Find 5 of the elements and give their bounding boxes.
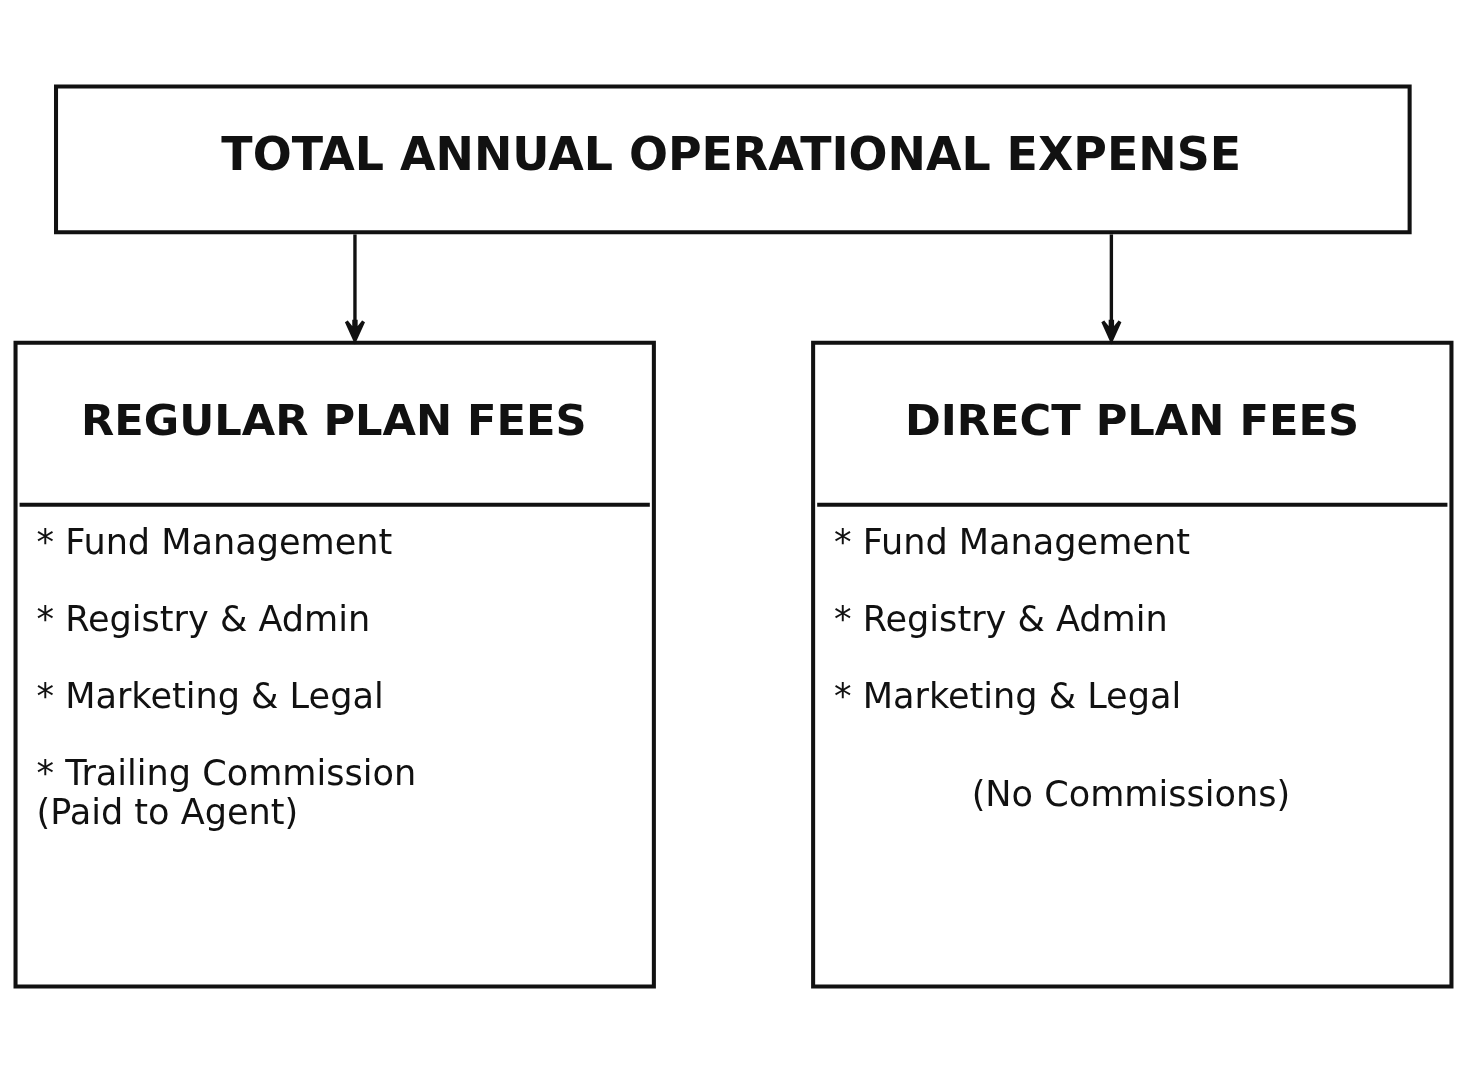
arrow: [344, 233, 366, 342]
node-box: REGULAR PLAN FEES * Fund Management * Registry & Admin * Marketing & Legal * Trailing Commission (Paid to Agent): [13, 340, 656, 989]
node-box: TOTAL ANNUAL OPERATIONAL EXPENSE: [54, 83, 1412, 234]
arrow: [1101, 233, 1122, 342]
node-box: DIRECT PLAN FEES * Fund Management * Registry & Admin * Marketing & Legal (No Commissions): [811, 340, 1454, 989]
